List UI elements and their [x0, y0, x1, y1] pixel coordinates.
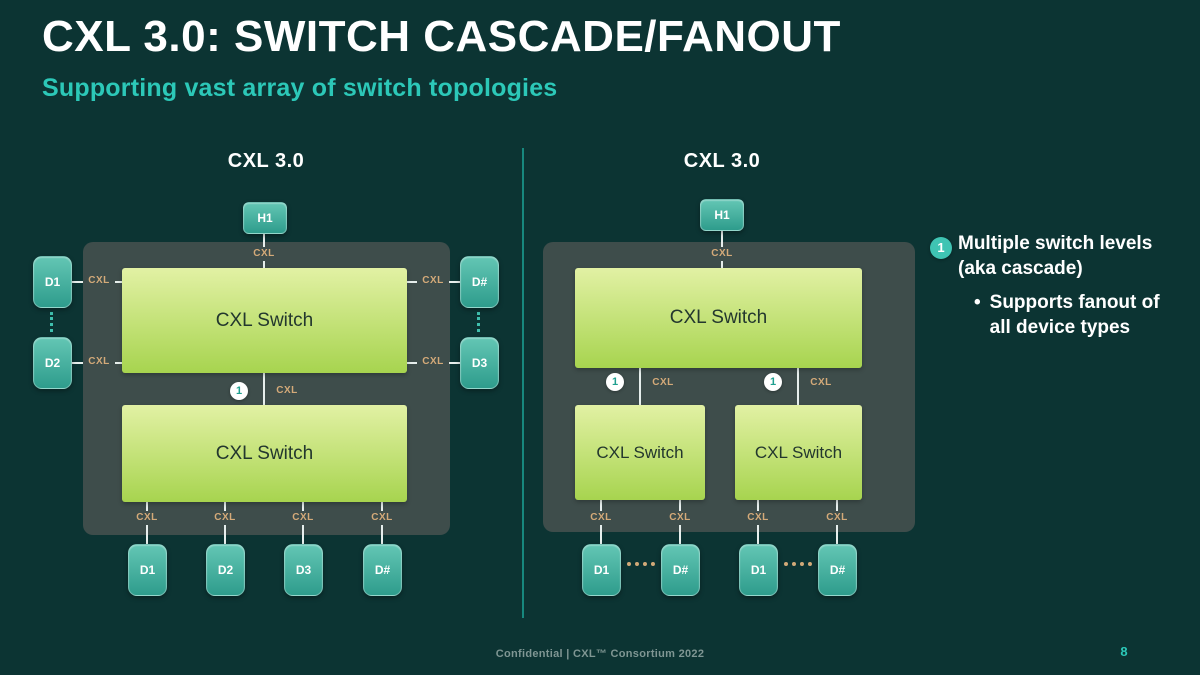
cascade-badge: 1: [764, 373, 782, 391]
cxl-switch-top: CXL Switch: [575, 268, 862, 368]
slide-subtitle: Supporting vast array of switch topologi…: [42, 74, 558, 102]
cxl-link-label: CXL: [648, 376, 678, 390]
footer-text: Confidential | CXL™ Consortium 2022: [495, 648, 705, 660]
cxl-link-label: CXL: [706, 247, 738, 261]
right-diagram-heading: CXL 3.0: [683, 150, 761, 172]
slide-title: CXL 3.0: SWITCH CASCADE/FANOUT: [42, 12, 841, 61]
cxl-link-label: CXL: [664, 511, 696, 525]
device-box: D1: [739, 544, 778, 596]
annotation-badge: 1: [930, 237, 952, 259]
cxl-link-label: CXL: [131, 511, 163, 525]
connector-line: [639, 368, 641, 405]
cxl-link-label: CXL: [83, 355, 115, 369]
more-devices-dots-icon: [477, 312, 480, 332]
annotation-bullet-item: • Supports fanout of all device types: [974, 290, 1200, 340]
device-box: D1: [33, 256, 72, 308]
annotation-line-1: Multiple switch levels: [958, 233, 1153, 254]
cxl-link-label: CXL: [585, 511, 617, 525]
more-devices-dots-icon: [627, 562, 655, 566]
cxl-link-label: CXL: [821, 511, 853, 525]
cxl-link-label: CXL: [366, 511, 398, 525]
annotation-bullet-text: Supports fanout of all device types: [989, 292, 1160, 339]
device-box: D1: [582, 544, 621, 596]
cxl-link-label: CXL: [287, 511, 319, 525]
left-diagram-heading: CXL 3.0: [227, 150, 305, 172]
cxl-link-label: CXL: [417, 355, 449, 369]
host-box-h1: H1: [243, 202, 287, 234]
cxl-switch-right: CXL Switch: [735, 405, 862, 500]
cxl-switch-top: CXL Switch: [122, 268, 407, 373]
connector-line: [263, 373, 265, 405]
cxl-link-label: CXL: [248, 247, 280, 261]
cxl-switch-bottom: CXL Switch: [122, 405, 407, 502]
device-box: D#: [818, 544, 857, 596]
cxl-link-label: CXL: [806, 376, 836, 390]
bullet-marker-icon: •: [974, 292, 981, 314]
device-box: D#: [661, 544, 700, 596]
device-box: D1: [128, 544, 167, 596]
annotation-line-2: (aka cascade): [958, 258, 1083, 280]
cxl-link-label: CXL: [209, 511, 241, 525]
cxl-link-label: CXL: [742, 511, 774, 525]
cascade-badge: 1: [230, 382, 248, 400]
host-box-h1: H1: [700, 199, 744, 231]
page-number: 8: [1120, 644, 1128, 659]
annotation-text: Multiple switch levels (aka cascade) • S…: [958, 231, 1200, 340]
device-box: D2: [206, 544, 245, 596]
cxl-switch-left: CXL Switch: [575, 405, 705, 500]
more-devices-dots-icon: [50, 312, 53, 332]
device-box: D3: [284, 544, 323, 596]
cascade-badge: 1: [606, 373, 624, 391]
device-box: D#: [363, 544, 402, 596]
cxl-link-label: CXL: [272, 384, 302, 398]
device-box: D2: [33, 337, 72, 389]
device-box: D#: [460, 256, 499, 308]
cxl-link-label: CXL: [417, 274, 449, 288]
more-devices-dots-icon: [784, 562, 812, 566]
cxl-link-label: CXL: [83, 274, 115, 288]
connector-line: [797, 368, 799, 405]
device-box: D3: [460, 337, 499, 389]
vertical-divider: [522, 148, 524, 618]
